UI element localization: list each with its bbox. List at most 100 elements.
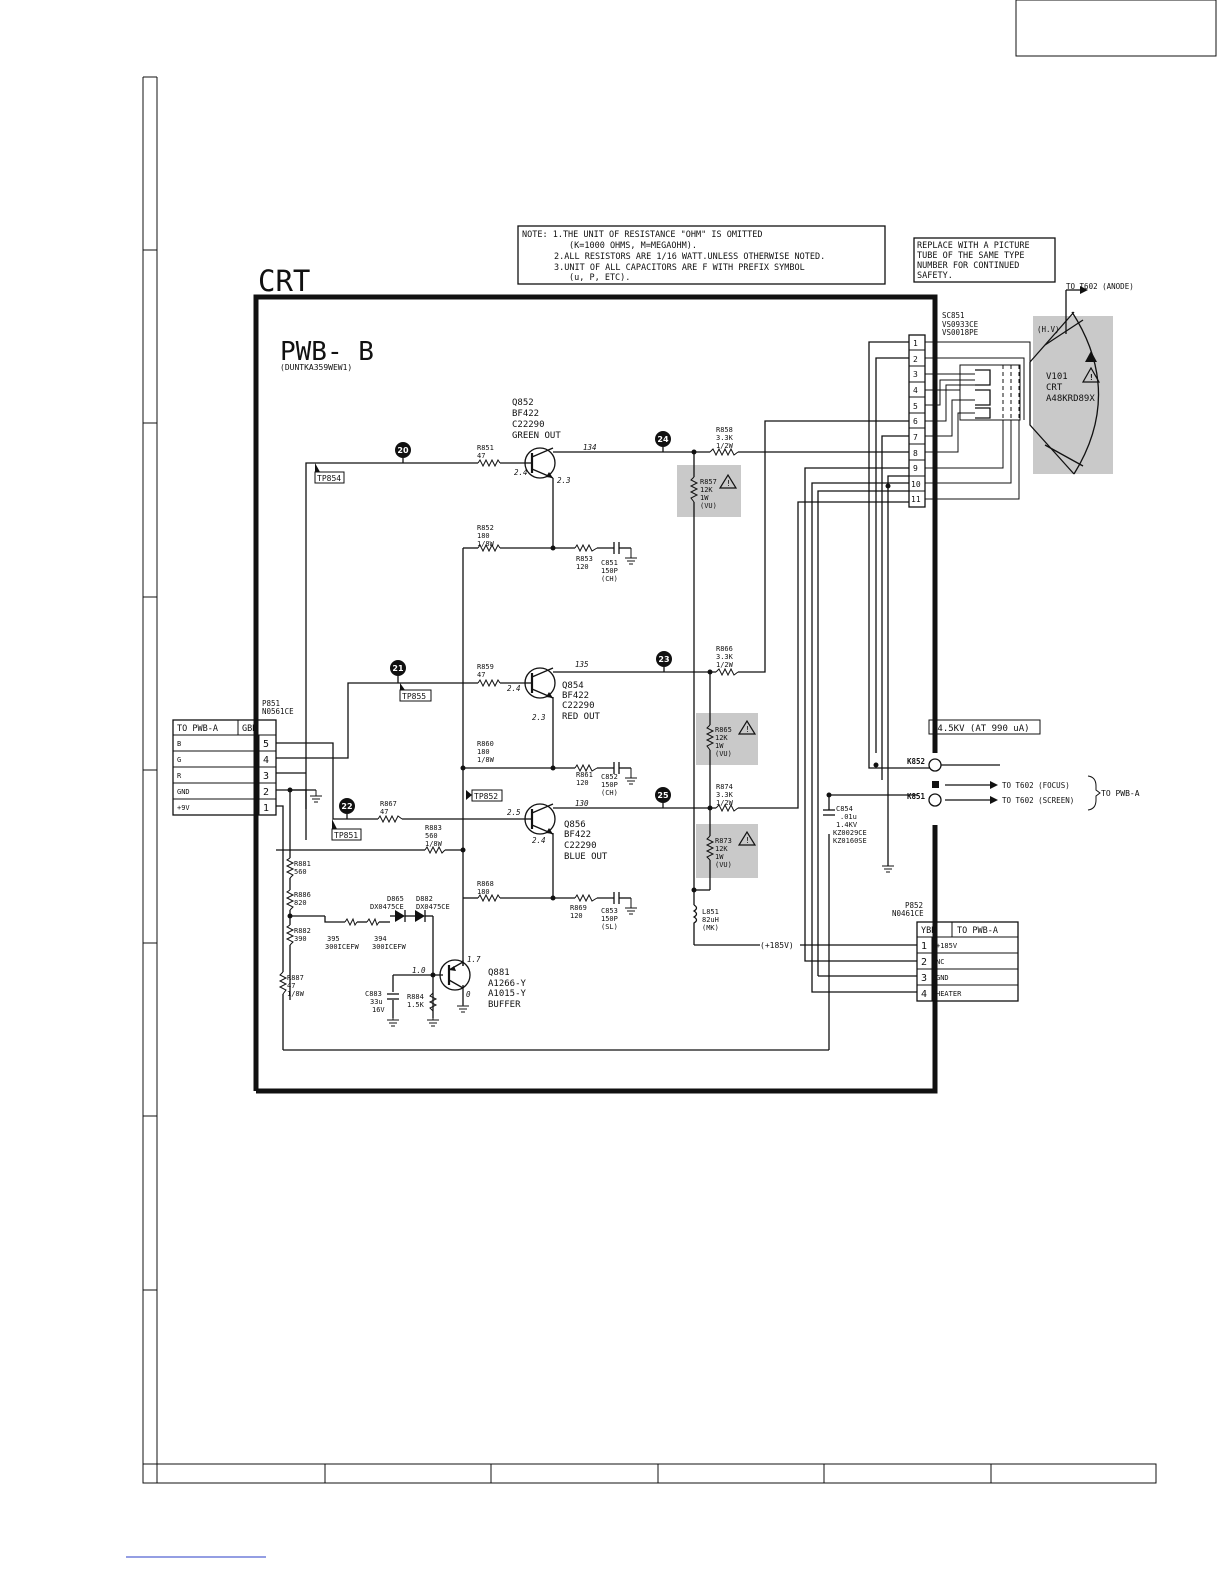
svg-text:120: 120 xyxy=(570,912,583,920)
warning-icon xyxy=(1085,351,1097,362)
svg-text:150P: 150P xyxy=(601,915,618,923)
to-pwb-a-label: TO PWB-A xyxy=(1101,789,1140,798)
svg-text:1.0: 1.0 xyxy=(412,966,426,975)
svg-text:12K: 12K xyxy=(715,734,728,742)
svg-text:300ICEFW: 300ICEFW xyxy=(325,943,360,951)
svg-text:390: 390 xyxy=(294,935,307,943)
svg-text:2.4: 2.4 xyxy=(532,836,546,845)
svg-text:!: ! xyxy=(745,725,750,734)
note-line-3: 2.ALL RESISTORS ARE 1/16 WATT.UNLESS OTH… xyxy=(554,252,825,262)
tube-part: A48KRD89X xyxy=(1046,394,1095,404)
svg-text:1/8W: 1/8W xyxy=(425,840,443,848)
svg-text:(VU): (VU) xyxy=(715,861,732,869)
svg-text:R859: R859 xyxy=(477,663,494,671)
svg-text:N0561CE: N0561CE xyxy=(262,707,294,716)
svg-text:25: 25 xyxy=(657,791,669,800)
socket-pin-9: 9 xyxy=(913,464,918,473)
diode-symbols xyxy=(395,910,426,922)
sheet-title: CRT xyxy=(258,264,310,298)
svg-text:0: 0 xyxy=(466,990,471,999)
socket-pin-10: 10 xyxy=(911,480,921,489)
tp854: TP854 xyxy=(314,463,345,484)
socket-pin-2: 2 xyxy=(913,355,918,364)
socket-part-2: VS0018PE xyxy=(942,328,979,337)
svg-text:DX0475CE: DX0475CE xyxy=(416,903,450,911)
svg-text:21: 21 xyxy=(392,664,404,673)
svg-text:1.5K: 1.5K xyxy=(407,1001,425,1009)
capacitor-labels: C851 150P (CH) C852 150P (CH) C853 150P … xyxy=(365,559,867,1014)
resistor-symbols xyxy=(278,447,739,1012)
k852-label: K852 xyxy=(907,757,925,766)
svg-text:1/8W: 1/8W xyxy=(287,990,305,998)
socket-pin-1: 1 xyxy=(913,339,918,348)
socket-pin-6: 6 xyxy=(913,417,918,426)
svg-text:BF422: BF422 xyxy=(564,830,591,840)
svg-text:47: 47 xyxy=(477,671,485,679)
svg-text:180: 180 xyxy=(477,888,490,896)
svg-text:1W: 1W xyxy=(715,742,724,750)
marker-22: 22 xyxy=(339,798,355,819)
svg-text:3.3K: 3.3K xyxy=(716,791,734,799)
svg-text:4: 4 xyxy=(921,989,927,1000)
connector-p851: P851 N0561CE TO PWB-A GBN B 5 G 4 R 3 GN… xyxy=(172,699,294,816)
svg-text:P851: P851 xyxy=(262,699,280,708)
svg-text:C22290: C22290 xyxy=(564,841,597,851)
svg-text:3: 3 xyxy=(921,973,927,984)
board-title: PWB- B xyxy=(280,337,374,367)
svg-text:GREEN OUT: GREEN OUT xyxy=(512,431,561,441)
svg-text:33u: 33u xyxy=(370,998,383,1006)
svg-text:R857: R857 xyxy=(700,478,717,486)
k852-terminal xyxy=(928,758,942,772)
safety-line-4: SAFETY. xyxy=(917,271,953,281)
svg-text:1: 1 xyxy=(263,803,269,814)
socket-pin-11: 11 xyxy=(911,495,921,504)
svg-text:1.7: 1.7 xyxy=(467,955,481,964)
svg-text:R884: R884 xyxy=(407,993,424,1001)
svg-text:16V: 16V xyxy=(372,1006,385,1014)
svg-text:1/2W: 1/2W xyxy=(716,442,734,450)
crt-tube: ! TO T602 (ANODE) SC851 VS0933CE VS0018P… xyxy=(942,282,1134,475)
svg-text:R851: R851 xyxy=(477,444,494,452)
svg-text:R868: R868 xyxy=(477,880,494,888)
svg-text:R886: R886 xyxy=(294,891,311,899)
safety-line-2: TUBE OF THE SAME TYPE xyxy=(917,251,1024,261)
svg-text:2.4: 2.4 xyxy=(514,468,528,477)
svg-text:2: 2 xyxy=(921,957,927,968)
svg-text:RED OUT: RED OUT xyxy=(562,712,601,722)
svg-text:2.5: 2.5 xyxy=(507,808,521,817)
svg-text:TO PWB-A: TO PWB-A xyxy=(177,724,218,734)
svg-text:3.3K: 3.3K xyxy=(716,653,734,661)
hv-spec-box xyxy=(928,719,1041,735)
svg-text:R860: R860 xyxy=(477,740,494,748)
hv-label: (H.V) xyxy=(1037,325,1060,334)
to-focus-label: TO T602 (FOCUS) xyxy=(1002,781,1070,790)
svg-text:120: 120 xyxy=(576,779,589,787)
marker-21: 21 xyxy=(390,660,406,683)
svg-text:R866: R866 xyxy=(716,645,733,653)
svg-text:KZ0029CE: KZ0029CE xyxy=(833,829,867,837)
tube-type: CRT xyxy=(1046,383,1063,393)
svg-text:2.4: 2.4 xyxy=(507,684,521,693)
svg-text:R852: R852 xyxy=(477,524,494,532)
svg-text:12K: 12K xyxy=(715,845,728,853)
svg-text:BUFFER: BUFFER xyxy=(488,1000,521,1010)
note-box: NOTE: 1.THE UNIT OF RESISTANCE "OHM" IS … xyxy=(517,225,886,285)
svg-text:KZ0160SE: KZ0160SE xyxy=(833,837,867,845)
svg-text:A1015-Y: A1015-Y xyxy=(488,989,527,999)
svg-text:TP855: TP855 xyxy=(402,692,426,701)
svg-text:1/8W: 1/8W xyxy=(477,756,495,764)
svg-text:C853: C853 xyxy=(601,907,618,915)
svg-text:!: ! xyxy=(1089,373,1094,382)
svg-text:BF422: BF422 xyxy=(512,409,539,419)
note-line-2: (K=1000 OHMS, M=MEGAOHM). xyxy=(569,241,697,251)
svg-text:180: 180 xyxy=(477,532,490,540)
note-line-1: NOTE: 1.THE UNIT OF RESISTANCE "OHM" IS … xyxy=(522,230,763,240)
inductor-l851 xyxy=(692,904,698,928)
voltage-labels: 2.4 2.3 134 2.4 2.3 135 2.5 2.4 130 1.0 … xyxy=(412,443,597,999)
svg-text:(SL): (SL) xyxy=(601,923,618,931)
k851-terminal xyxy=(928,793,942,807)
note-line-5: (u, P, ETC). xyxy=(569,273,630,283)
socket-ref: SC851 xyxy=(942,311,965,320)
svg-text:BF422: BF422 xyxy=(562,691,589,701)
socket-pin-7: 7 xyxy=(913,433,918,442)
